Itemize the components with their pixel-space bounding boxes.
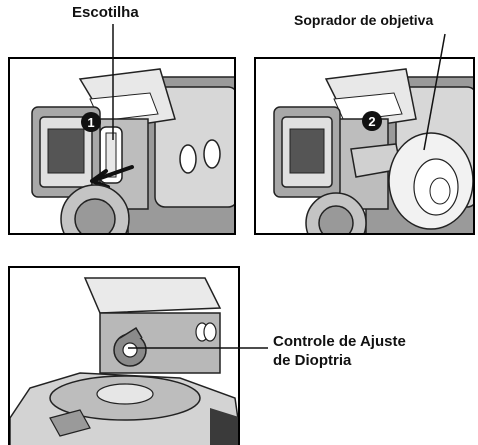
diopter-control-label: Controle de Ajuste de Dioptria	[273, 332, 473, 370]
step-2-number: 2	[368, 114, 375, 129]
lens-blower-label: Soprador de objetiva	[294, 12, 434, 28]
hatch-label: Escotilha	[72, 4, 139, 21]
diopter-control-label-line1: Controle de Ajuste	[273, 333, 406, 350]
illustration-open-hatch: 1	[8, 57, 236, 235]
step-1-number: 1	[87, 115, 94, 130]
illustration-lens-blower: 2	[254, 57, 475, 235]
diopter-control-label-line2: de Dioptria	[273, 352, 352, 369]
illustration-diopter-control	[8, 266, 240, 445]
